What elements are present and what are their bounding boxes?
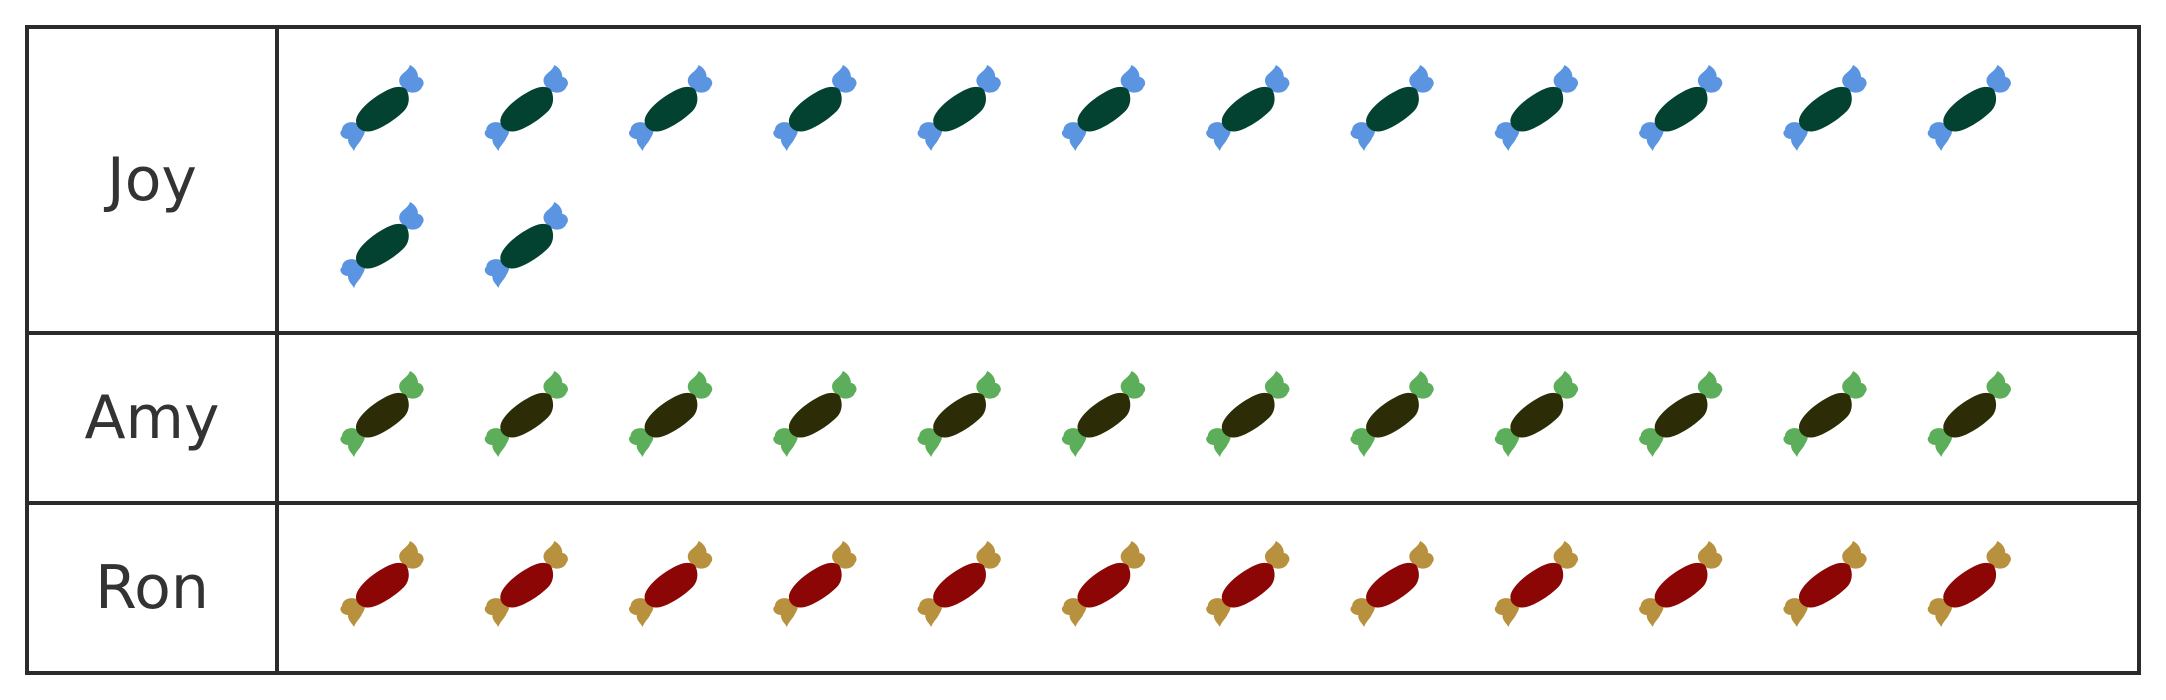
candy-icon	[628, 65, 713, 151]
candy-icon	[1783, 65, 1867, 151]
candy-icon	[1783, 371, 1867, 457]
candy-icon	[1494, 541, 1579, 627]
candy-icon	[1350, 65, 1434, 151]
row-label-amy: Amy	[85, 383, 220, 453]
candy-icon	[773, 65, 857, 151]
candy-icon	[1206, 371, 1290, 457]
candy-icon	[1639, 541, 1723, 627]
candy-icon	[1206, 541, 1290, 627]
table-grid	[25, 25, 2141, 675]
candy-icon	[1494, 371, 1579, 457]
candy-icon	[484, 202, 568, 288]
candy-icon	[628, 541, 713, 627]
candy-icon	[484, 541, 568, 627]
table-border	[25, 25, 2141, 675]
candy-icon	[1783, 541, 1867, 627]
candy-icon	[1061, 541, 1146, 627]
row-label-joy: Joy	[103, 145, 197, 215]
candy-icon	[917, 65, 1001, 151]
candy-icon	[340, 371, 424, 457]
candy-icon	[1061, 65, 1146, 151]
candy-icon	[484, 65, 568, 151]
candy-icon	[628, 371, 713, 457]
candy-icon	[1927, 65, 2011, 151]
candy-icon	[1927, 371, 2011, 457]
candy-icon	[1350, 371, 1434, 457]
candy-icon	[917, 371, 1001, 457]
candy-icon	[1639, 65, 1723, 151]
candy-icon	[773, 371, 857, 457]
candy-icon	[1350, 541, 1434, 627]
candy-icon	[340, 541, 424, 627]
candy-icon	[340, 202, 424, 288]
candy-icon	[1061, 371, 1146, 457]
candy-icon	[1206, 65, 1290, 151]
candy-icon	[340, 65, 424, 151]
candy-icon	[1639, 371, 1723, 457]
row-label-ron: Ron	[95, 553, 209, 623]
candy-icon	[917, 541, 1001, 627]
candy-icon	[773, 541, 857, 627]
candy-icon	[484, 371, 568, 457]
candy-icon	[1927, 541, 2011, 627]
candy-icon	[1494, 65, 1579, 151]
